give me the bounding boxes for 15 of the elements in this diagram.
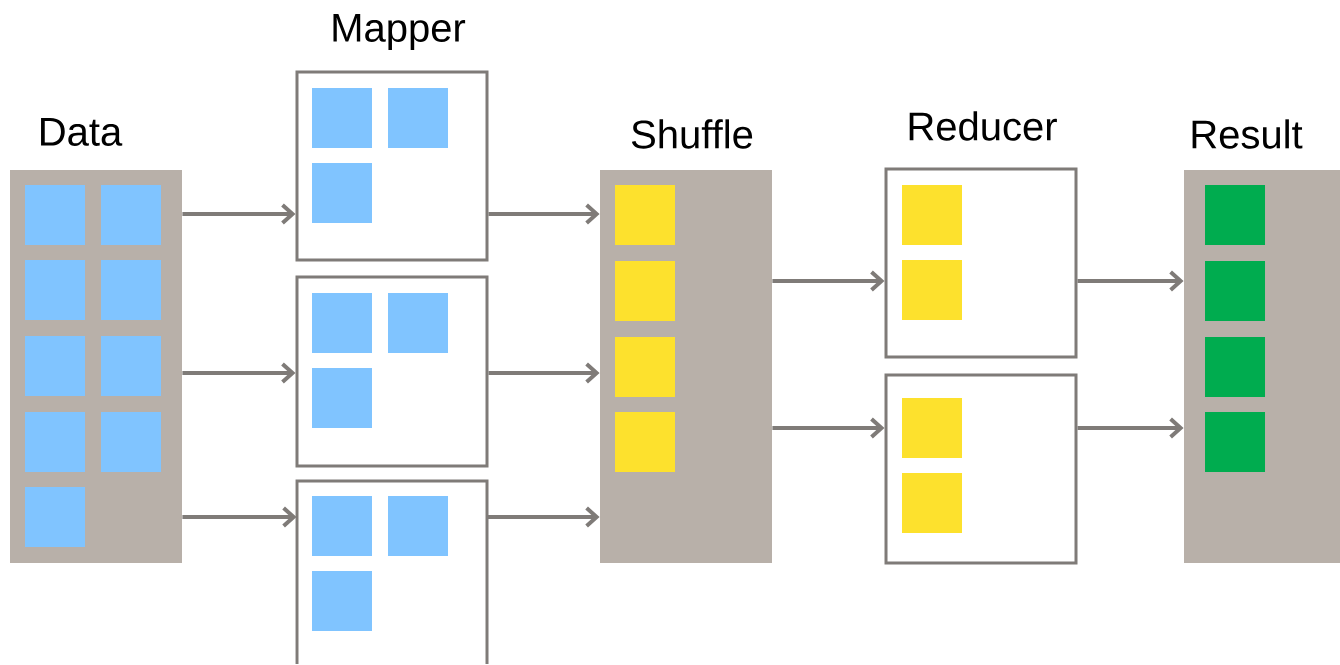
arrow — [772, 417, 885, 439]
arrow — [182, 203, 296, 225]
arrow — [488, 203, 600, 225]
arrow — [1077, 417, 1184, 439]
arrow — [488, 362, 600, 384]
arrow — [487, 506, 600, 528]
stage-label: Data — [41, 118, 123, 146]
stage-label: Reducer — [909, 111, 1057, 141]
arrow — [182, 362, 296, 384]
stage-label: Result — [1192, 119, 1303, 149]
stage-label: Mapper — [333, 14, 466, 50]
arrow — [182, 506, 297, 528]
stage-label: Shuffle — [631, 119, 753, 149]
arrow — [1077, 270, 1184, 292]
arrow — [772, 270, 885, 292]
